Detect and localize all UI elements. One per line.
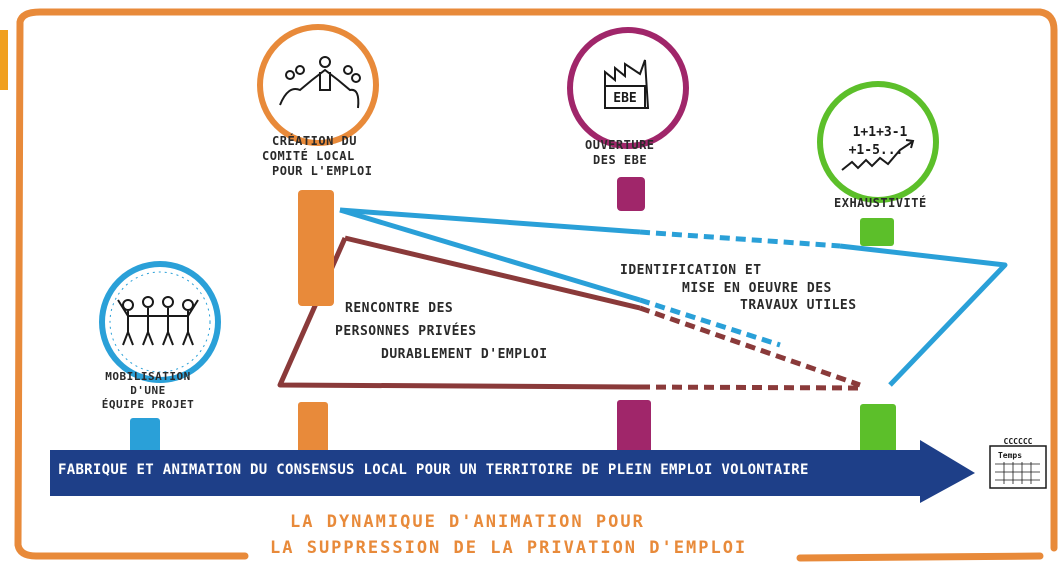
milestone-label-line: Ouverture xyxy=(585,138,655,152)
milestone-label-line: Mobilisation xyxy=(105,370,191,383)
people-icon xyxy=(99,261,221,383)
handshake-icon xyxy=(257,24,379,146)
identification-triangle xyxy=(339,207,1008,387)
milestone-bar-green xyxy=(860,404,896,458)
milestone-bar-orange xyxy=(298,402,328,458)
arrow-label: Fabrique et animation du consensus local… xyxy=(58,462,809,478)
milestone-label-line: comité local xyxy=(262,149,355,163)
milestone-label-line: pour l'emploi xyxy=(272,164,373,178)
footer-line-2: la suppression de la privation d'emploi xyxy=(270,538,748,558)
factory-icon-text: EBE xyxy=(613,91,636,106)
milestone-label-line: Création du xyxy=(272,134,357,148)
milestone-bar-purple-top xyxy=(617,177,645,211)
milestone-bar-blue xyxy=(130,418,160,458)
milestone-label-line: équipe projet xyxy=(101,397,195,411)
counting-icon-text-1: 1+1+3-1 xyxy=(853,125,908,140)
milestone-label-line: des EBE xyxy=(593,153,648,167)
calendar-top-text: CCCCCC xyxy=(1004,437,1033,446)
milestone-label-mobilisation: Mobilisation d'une équipe projet xyxy=(88,370,208,411)
milestone-label-ouverture: Ouverture des EBE xyxy=(585,138,695,168)
frame-border-bottom-right xyxy=(796,552,1044,562)
milestone-label-line: Exhaustivité xyxy=(834,196,927,210)
calendar-icon: CCCCCC Temps xyxy=(989,437,1047,489)
phase-label-line: Identification et xyxy=(620,263,762,278)
corner-tab xyxy=(0,30,8,90)
frame-border xyxy=(14,8,1058,560)
milestone-bar-orange-top xyxy=(298,190,334,306)
factory-icon: EBE xyxy=(567,27,689,149)
phase-label-identification: Identification et mise en oeuvre des tra… xyxy=(620,262,920,315)
phase-label-line: personnes privées xyxy=(335,323,477,339)
counting-icon: 1+1+3-1 +1-5... xyxy=(817,81,939,203)
counting-icon-text-2: +1-5... xyxy=(849,143,904,158)
calendar-label: Temps xyxy=(998,451,1022,460)
footer-line-1: La dynamique d'animation pour xyxy=(290,512,645,532)
phase-label-line: Rencontre des xyxy=(345,301,454,316)
timeline-arrow xyxy=(50,440,975,503)
phase-label-line: durablement d'emploi xyxy=(381,346,548,362)
milestone-bar-purple xyxy=(617,400,651,458)
phase-label-line: travaux utiles xyxy=(740,298,857,314)
phase-label-line: mise en oeuvre des xyxy=(682,280,832,296)
milestone-label-exhaustivite: Exhaustivité xyxy=(834,196,964,211)
milestone-label-creation: Création du comité local pour l'emploi xyxy=(262,134,392,179)
phase-label-rencontre: Rencontre des personnes privées durablem… xyxy=(335,298,615,366)
milestone-bar-green-top xyxy=(860,218,894,246)
milestone-label-line: d'une xyxy=(130,383,166,397)
